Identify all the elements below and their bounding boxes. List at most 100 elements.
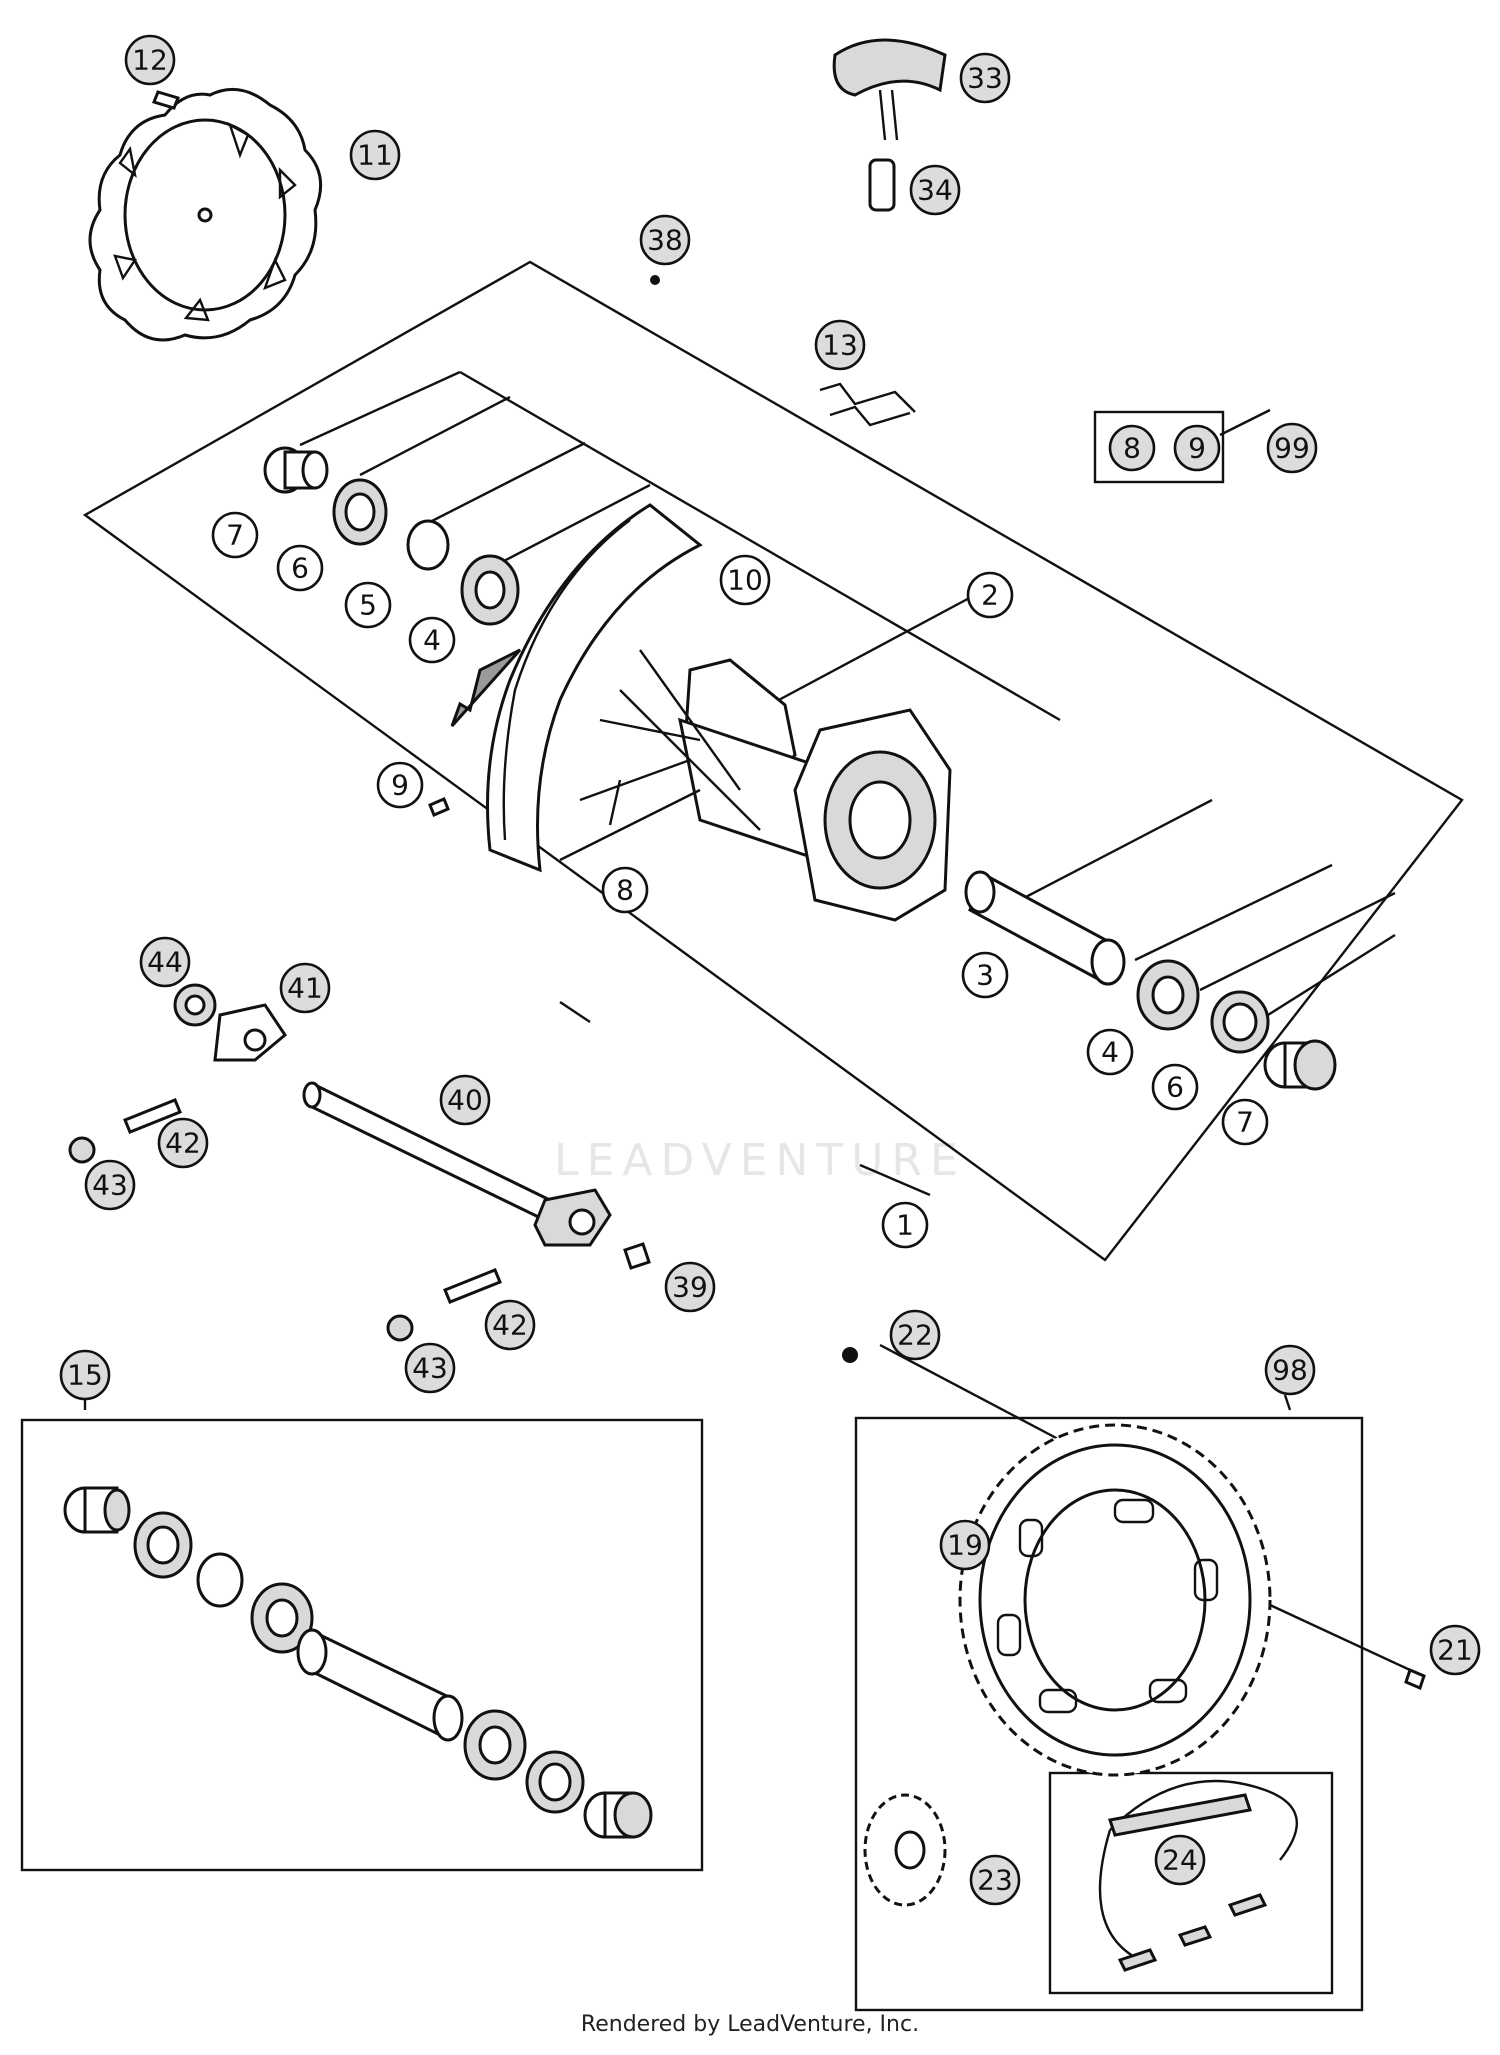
callout-circle — [349, 129, 401, 181]
callout-4: 4 — [1086, 1028, 1134, 1076]
callout-circle — [1429, 1624, 1481, 1676]
callout-circle — [84, 1159, 136, 1211]
callout-11: 11 — [349, 129, 401, 181]
callout-label: 98 — [1272, 1354, 1308, 1387]
callout-label: 39 — [672, 1271, 708, 1304]
axle-assembly — [68, 983, 651, 1342]
wheel-group-outline — [82, 260, 1464, 1262]
callout-label: 8 — [1123, 432, 1141, 465]
callout-3: 3 — [961, 951, 1009, 999]
nipple-part — [428, 797, 450, 817]
callout-circle — [279, 962, 331, 1014]
callout-label: 8 — [616, 874, 634, 907]
callout-label: 22 — [897, 1319, 933, 1352]
callout-label: 12 — [132, 44, 168, 77]
spacer-part — [964, 870, 1126, 986]
callout-42: 42 — [484, 1299, 536, 1351]
callout-15: 15 — [59, 1349, 111, 1401]
callout-label: 7 — [1236, 1106, 1254, 1139]
callout-label: 33 — [967, 62, 1003, 95]
callout-circle — [157, 1117, 209, 1169]
callout-6: 6 — [276, 544, 324, 592]
callout-circle — [719, 554, 771, 606]
callout-7: 7 — [1221, 1098, 1269, 1146]
callout-23: 23 — [969, 1854, 1021, 1906]
callout-circle — [639, 214, 691, 266]
callout-circle — [124, 34, 176, 86]
callout-label: 38 — [647, 224, 683, 257]
callout-43: 43 — [404, 1342, 456, 1394]
callout-label: 9 — [391, 769, 409, 802]
callout-circle — [408, 616, 456, 664]
callout-label: 4 — [423, 624, 441, 657]
kit-box-15 — [20, 1418, 704, 1872]
callout-label: 34 — [917, 174, 953, 207]
callout-circle — [601, 866, 649, 914]
front-sprocket-part — [863, 1793, 947, 1907]
callout-label: 7 — [226, 519, 244, 552]
chain-part — [842, 1347, 1426, 1972]
callout-41: 41 — [279, 962, 331, 1014]
callout-label: 40 — [447, 1084, 483, 1117]
callout-label: 4 — [1101, 1036, 1119, 1069]
callout-21: 21 — [1429, 1624, 1481, 1676]
left-bearing-stack — [263, 446, 520, 626]
valve-parts — [650, 38, 947, 285]
callout-circle — [1108, 424, 1156, 472]
callout-12: 12 — [124, 34, 176, 86]
callout-label: 3 — [976, 959, 994, 992]
callout-circle — [1266, 422, 1318, 474]
callout-label: 42 — [165, 1127, 201, 1160]
callout-6: 6 — [1151, 1063, 1199, 1111]
callout-circle — [959, 52, 1011, 104]
callout-label: 5 — [359, 589, 377, 622]
callout-label: 2 — [981, 579, 999, 612]
callout-label: 43 — [92, 1169, 128, 1202]
callout-circle — [939, 1519, 991, 1571]
sprocket-part — [958, 1423, 1272, 1777]
chain-box — [1048, 1771, 1334, 1995]
callout-label: 41 — [287, 972, 323, 1005]
callout-circle — [344, 581, 392, 629]
callout-circle — [814, 319, 866, 371]
callout-39: 39 — [664, 1261, 716, 1313]
callout-circle — [1151, 1063, 1199, 1111]
hub-part — [559, 649, 952, 922]
callout-circle — [1086, 1028, 1134, 1076]
callout-circle — [484, 1299, 536, 1351]
kit-box-99 — [1093, 410, 1225, 484]
callout-4: 4 — [408, 616, 456, 664]
callout-13: 13 — [814, 319, 866, 371]
callout-circle — [969, 1854, 1021, 1906]
callout-circle — [1173, 424, 1221, 472]
callout-label: 42 — [492, 1309, 528, 1342]
callout-8: 8 — [1108, 424, 1156, 472]
callout-label: 6 — [1166, 1071, 1184, 1104]
callout-label: 15 — [67, 1359, 103, 1392]
callout-label: 23 — [977, 1864, 1013, 1897]
kit-15-contents — [63, 1486, 653, 1839]
spoke-part — [819, 382, 916, 427]
callout-38: 38 — [639, 214, 691, 266]
callout-2: 2 — [966, 571, 1014, 619]
callout-label: 6 — [291, 552, 309, 585]
callout-label: 10 — [727, 564, 763, 597]
callout-label: 44 — [147, 946, 183, 979]
callout-9: 9 — [1173, 424, 1221, 472]
callout-34: 34 — [909, 164, 961, 216]
callout-circle — [961, 951, 1009, 999]
callout-circle — [664, 1261, 716, 1313]
callout-label: 1 — [896, 1209, 914, 1242]
callout-label: 43 — [412, 1352, 448, 1385]
callout-circle — [1264, 1344, 1316, 1396]
callout-circle — [276, 544, 324, 592]
callout-circle — [59, 1349, 111, 1401]
callout-43: 43 — [84, 1159, 136, 1211]
callout-10: 10 — [719, 554, 771, 606]
callout-label: 13 — [822, 329, 858, 362]
footer-credit: Rendered by LeadVenture, Inc. — [580, 2012, 920, 2037]
callout-33: 33 — [959, 52, 1011, 104]
